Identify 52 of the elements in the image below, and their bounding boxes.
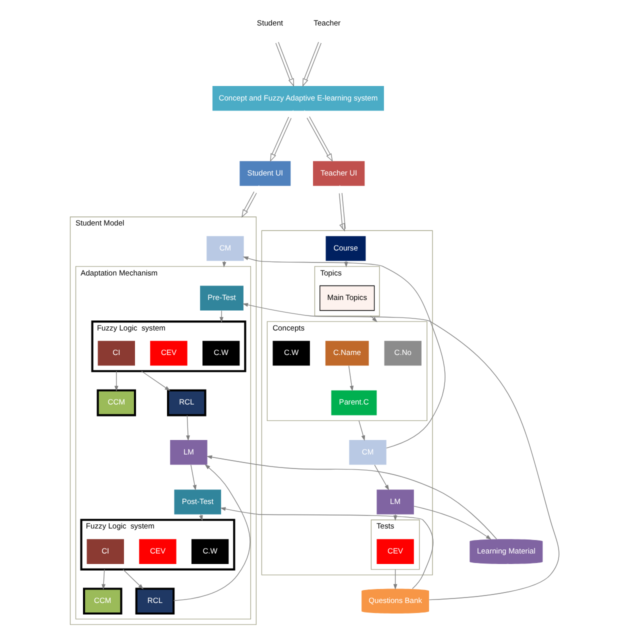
arrow <box>141 370 170 391</box>
node-box: CEV <box>150 340 188 366</box>
node-box: Main Topics <box>320 285 375 311</box>
arrow <box>173 464 250 601</box>
cluster <box>261 230 433 576</box>
node-box: Concept and Fuzzy Adaptive E-learning system <box>212 86 384 111</box>
node-box: Pre-Test <box>200 286 244 311</box>
node-text: Teacher <box>314 18 341 28</box>
node-text: Student <box>256 18 284 28</box>
arrow <box>348 365 354 392</box>
arrow <box>304 110 333 162</box>
arrow <box>206 455 497 540</box>
node-box: CM <box>349 440 386 465</box>
arrow <box>190 464 197 491</box>
node-box: LM <box>170 440 208 465</box>
arrow <box>338 184 346 232</box>
node-box: C.Name <box>325 340 369 366</box>
arrow <box>370 316 378 322</box>
node-box: Post-Test <box>174 490 222 514</box>
node-box: C.W <box>191 539 229 564</box>
arrow <box>242 302 560 600</box>
arrow <box>242 185 260 218</box>
node-box: Teacher UI <box>313 161 365 186</box>
arrow <box>220 507 434 590</box>
arrow <box>122 569 144 590</box>
arrow <box>270 110 294 162</box>
node-box: CI <box>98 340 135 366</box>
node-box: LM <box>376 490 414 514</box>
node-box: CM <box>206 236 244 261</box>
node-box: RCL <box>135 588 175 615</box>
node-box: C.W <box>202 340 240 366</box>
node-box: Student UI <box>240 161 291 186</box>
node-box: CCM <box>83 588 122 615</box>
node-box: C.W <box>272 340 310 366</box>
arrow <box>220 310 224 323</box>
arrow <box>358 420 366 441</box>
node-box: Course <box>326 236 366 261</box>
node-box: Parent.C <box>331 390 377 416</box>
node-box: CI <box>86 539 124 564</box>
arrow <box>186 415 190 441</box>
node-box: RCL <box>167 389 206 416</box>
arrow <box>242 256 446 448</box>
node-box: CCM <box>96 389 136 416</box>
arrow <box>102 569 106 590</box>
node-box: CEV <box>376 539 414 564</box>
arrow <box>393 569 398 590</box>
node-box: C.No <box>384 340 422 366</box>
arrow <box>114 370 118 392</box>
arrow <box>374 464 390 490</box>
node-box: CEV <box>139 539 176 564</box>
arrow <box>344 260 348 268</box>
arrow <box>414 506 492 540</box>
